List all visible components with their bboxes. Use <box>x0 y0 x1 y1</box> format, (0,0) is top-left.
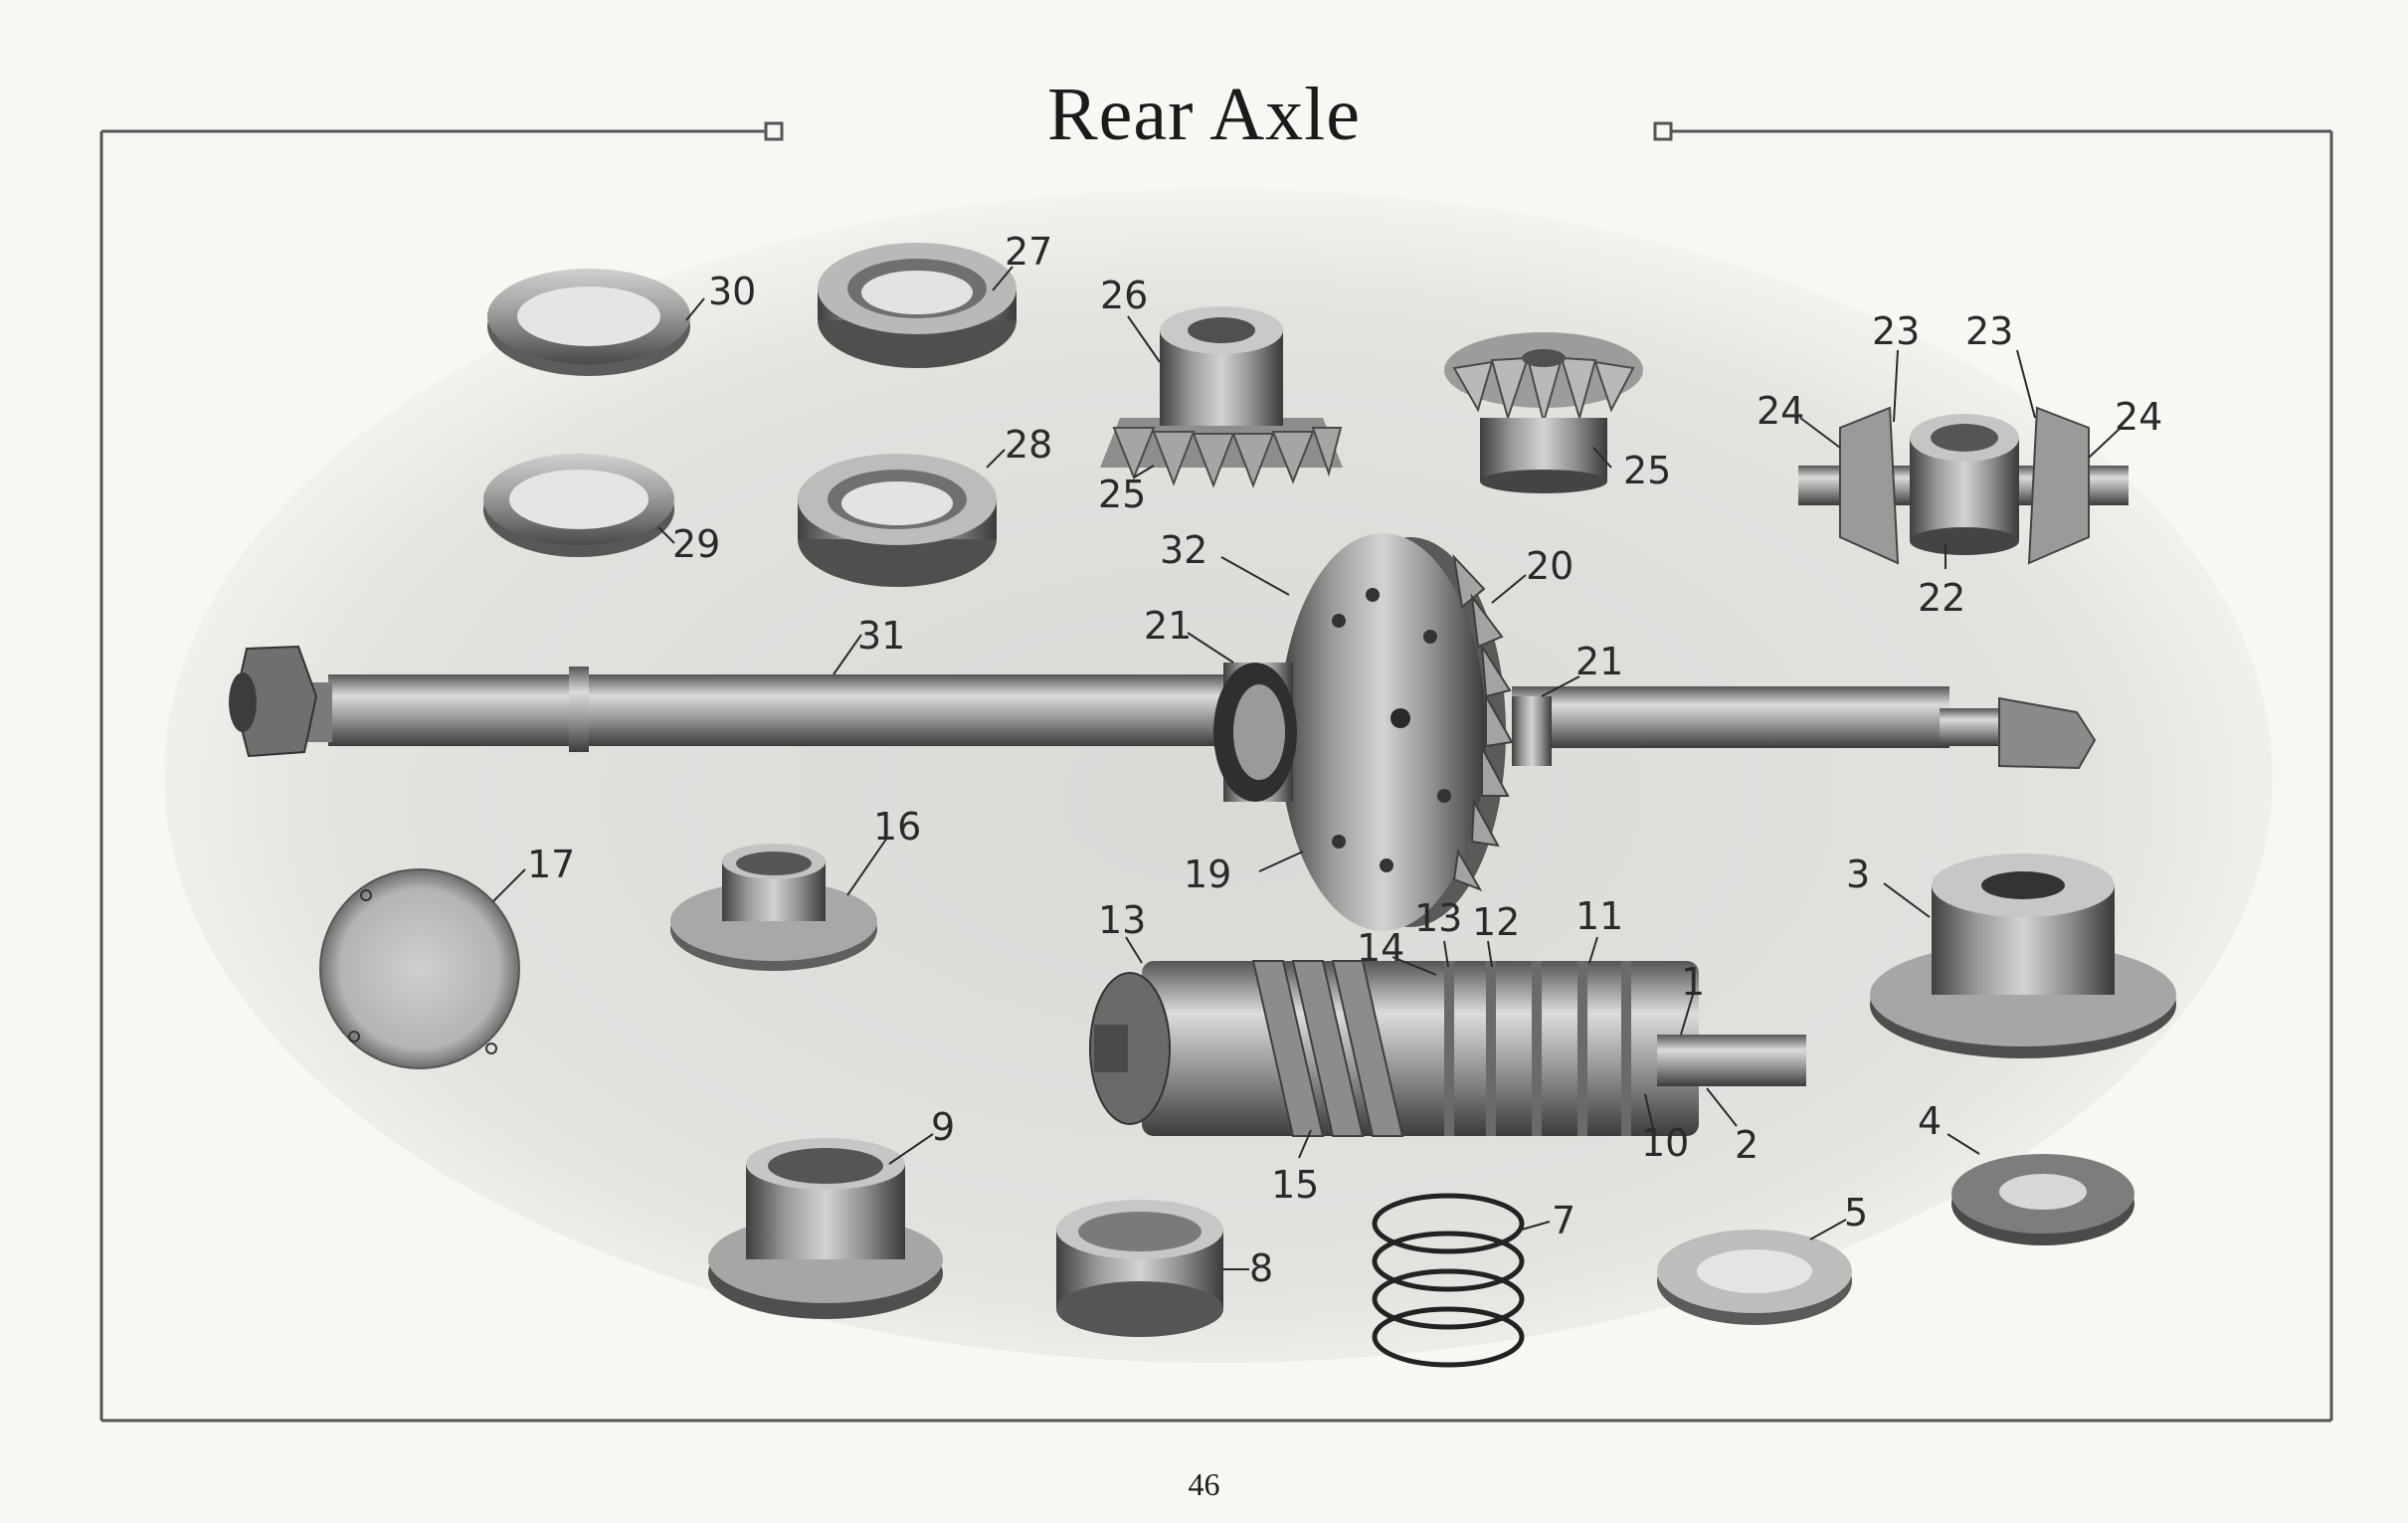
part-27-bearing <box>818 243 1017 368</box>
callout-labels: 30 27 26 23 23 24 24 28 25 25 29 22 32 2… <box>527 230 2162 1290</box>
callout-29: 29 <box>672 522 720 566</box>
callout-21-right: 21 <box>1575 640 1623 683</box>
part-31-axle-shaft <box>229 645 2097 770</box>
callout-19: 19 <box>1184 853 1231 896</box>
page-number: 46 <box>1188 1466 1220 1502</box>
callout-12: 12 <box>1472 900 1520 944</box>
part-9-flanged-sleeve <box>708 1138 943 1319</box>
part-29-ring <box>483 454 674 557</box>
callout-24-left: 24 <box>1757 389 1804 433</box>
part-3-flanged-housing <box>1870 854 2176 1058</box>
callout-2: 2 <box>1735 1123 1759 1167</box>
callout-22: 22 <box>1918 576 1965 620</box>
callout-31: 31 <box>857 614 905 658</box>
part-4-washer <box>1951 1154 2134 1245</box>
callout-4: 4 <box>1918 1099 1942 1143</box>
callout-1: 1 <box>1681 960 1705 1004</box>
callout-28: 28 <box>1005 423 1052 467</box>
part-25-bevel-pinion <box>1444 332 1643 493</box>
plate-frame <box>99 121 2333 1423</box>
part-17-cover-plate <box>319 868 520 1069</box>
callout-20: 20 <box>1526 544 1574 588</box>
callout-27: 27 <box>1005 230 1052 274</box>
callout-3: 3 <box>1846 853 1870 896</box>
callout-leaders <box>492 266 2122 1270</box>
callout-25-left: 25 <box>1098 473 1146 516</box>
callout-5: 5 <box>1844 1191 1868 1235</box>
callout-7: 7 <box>1552 1199 1575 1242</box>
callout-25-right: 25 <box>1623 449 1671 492</box>
part-7-coil-spring <box>1372 1193 1525 1368</box>
part-8-sleeve <box>1056 1200 1223 1337</box>
callout-21-left: 21 <box>1144 604 1192 648</box>
callout-24-right: 24 <box>2115 395 2162 439</box>
callout-13-center: 13 <box>1414 896 1462 940</box>
callout-26: 26 <box>1100 274 1148 317</box>
callout-15: 15 <box>1271 1163 1319 1207</box>
callout-23-left: 23 <box>1872 309 1920 353</box>
part-30-ring <box>487 269 690 376</box>
part-28-bearing <box>798 454 997 587</box>
callout-11: 11 <box>1575 894 1623 938</box>
callout-10: 10 <box>1641 1121 1689 1165</box>
callout-32: 32 <box>1160 528 1207 572</box>
page-title: Rear Axle <box>1046 73 1361 156</box>
callout-23-right: 23 <box>1965 309 2013 353</box>
part-5-washer <box>1657 1230 1852 1325</box>
callout-14: 14 <box>1357 926 1404 970</box>
part-20-ring-gear-assembly <box>1213 533 1552 931</box>
callout-16: 16 <box>873 805 921 849</box>
callout-8: 8 <box>1249 1246 1273 1290</box>
part-22-spider-assembly <box>1798 406 2129 565</box>
part-26-bevel-gear <box>1100 306 1343 488</box>
callout-13-left: 13 <box>1098 898 1146 942</box>
callout-9: 9 <box>931 1105 955 1149</box>
callout-17: 17 <box>527 843 575 886</box>
part-1-pinion-shaft-assembly <box>1089 960 1806 1137</box>
callout-30: 30 <box>708 270 756 313</box>
part-16-flanged-sleeve <box>670 844 877 971</box>
